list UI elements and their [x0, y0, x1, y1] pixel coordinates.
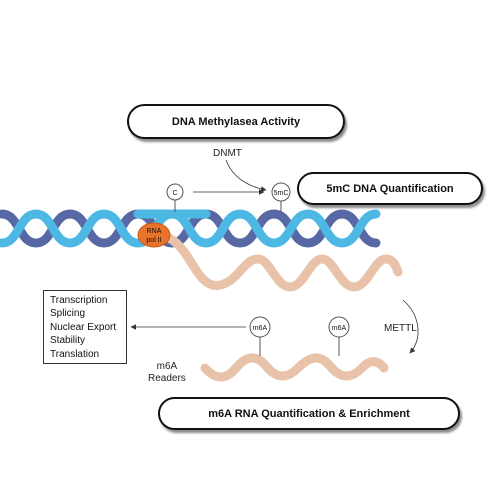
mettl-label: METTL: [384, 323, 417, 334]
dna-strand-light: [0, 209, 381, 248]
fivemc-label: 5mC: [274, 190, 289, 197]
outcome-item: Splicing: [50, 308, 86, 320]
rna-transcript-upper: [159, 231, 403, 292]
dnmt-arrow: [225, 159, 267, 192]
dnmt-label: DNMT: [213, 148, 242, 159]
m6a-left-label: m6A: [253, 325, 268, 332]
outcome-item: Transcription: [50, 295, 108, 306]
readers-line-1: m6A: [156, 361, 178, 372]
outcome-item: Stability: [50, 335, 86, 347]
fivemc-quantification-title: 5mC DNA Quantification: [297, 172, 483, 205]
readers-line-2: Readers: [148, 373, 186, 384]
rna-polymerase-ii: [137, 222, 171, 248]
dna-methylase-activity-title: DNA Methylasea Activity: [127, 104, 345, 139]
m6a-right-label: m6A: [332, 325, 347, 332]
rna-pol-label-1: RNA: [147, 228, 162, 235]
m6a-left-marker: [249, 316, 271, 338]
m6a-readers-label: m6A Readers: [148, 361, 186, 385]
rna-fate-outcomes-box: Transcription Splicing Nuclear Export St…: [43, 290, 127, 364]
cytosine-label: C: [172, 190, 177, 197]
rna-transcript-lower: [200, 353, 389, 382]
fivemc-marker: [271, 182, 291, 202]
m6a-right-marker: [328, 316, 350, 338]
outcome-item: Translation: [50, 348, 100, 360]
m6a-quantification-title: m6A RNA Quantification & Enrichment: [158, 397, 460, 430]
mettl-arrow: [402, 299, 419, 354]
rna-pol-label-2: pol II: [146, 237, 161, 244]
cytosine-marker: [166, 183, 184, 201]
outcome-item: Nuclear Export: [50, 321, 117, 333]
